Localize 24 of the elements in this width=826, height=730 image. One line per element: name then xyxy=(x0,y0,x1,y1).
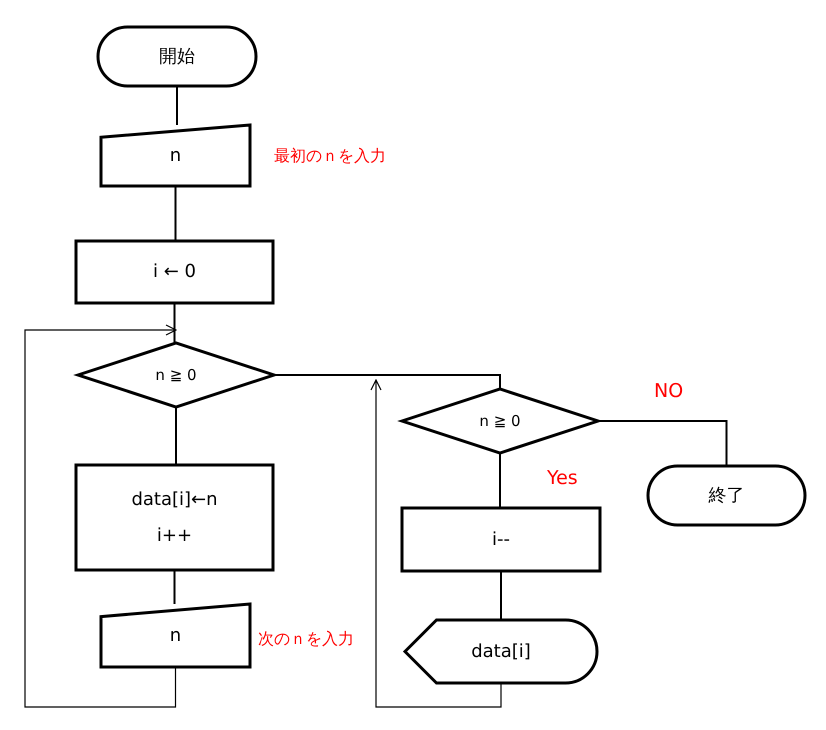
connector-line xyxy=(274,374,501,389)
node-label: 終了 xyxy=(708,486,744,506)
node-label: i ← 0 xyxy=(153,262,196,282)
node-label: n ≧ 0 xyxy=(155,366,197,384)
node-label: n xyxy=(170,626,182,646)
connector-line xyxy=(176,86,178,125)
connector-line xyxy=(499,453,501,508)
arrow xyxy=(370,379,502,708)
node-label: i++ xyxy=(156,526,192,546)
connector-line xyxy=(174,303,176,343)
arrow xyxy=(24,324,177,708)
annotation: 次のｎを入力 xyxy=(258,629,354,650)
node-label: n ≧ 0 xyxy=(479,412,521,430)
connector-line xyxy=(174,186,176,241)
connector-line xyxy=(175,407,177,465)
connector-line xyxy=(500,571,502,620)
node-label: n xyxy=(170,146,182,166)
connector-line xyxy=(174,570,176,604)
node-label: data[i]←n xyxy=(131,490,218,510)
node-label: data[i] xyxy=(471,642,531,662)
annotation: 最初のｎを入力 xyxy=(274,146,386,167)
node-label: 開始 xyxy=(159,46,195,66)
connector-line xyxy=(598,420,728,466)
node-label: i-- xyxy=(492,530,510,550)
